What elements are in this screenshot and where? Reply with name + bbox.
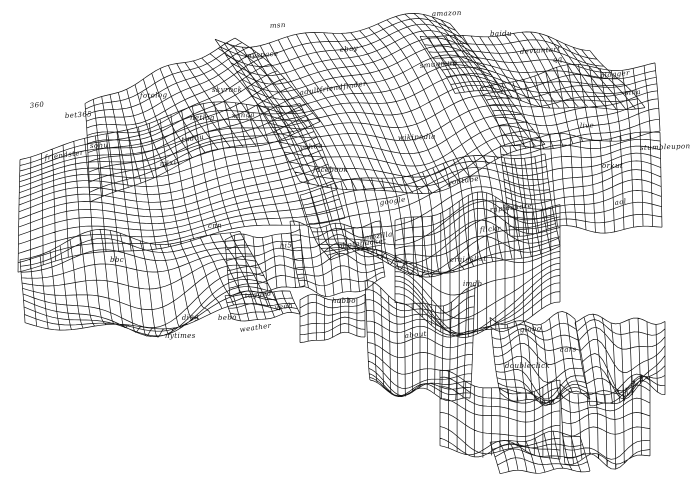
terrain-label: wikipedia xyxy=(398,133,436,142)
terrain-label: adultfriendfinder xyxy=(299,80,367,97)
terrain-label: mozilla xyxy=(364,230,393,242)
terrain-label: xanga xyxy=(232,110,256,120)
mesh-lines xyxy=(214,13,546,194)
terrain-label: google xyxy=(379,195,406,207)
terrain-label: fotolog xyxy=(139,91,168,100)
mesh-lines xyxy=(559,373,651,470)
terrain-label: globo xyxy=(520,325,542,334)
terrain-label: habbo xyxy=(332,297,356,305)
mesh-patch xyxy=(559,373,651,470)
terrain-label: craigslist xyxy=(450,255,487,264)
terrain-label: amazon xyxy=(432,9,462,18)
terrain-label: smugmug xyxy=(419,58,457,70)
mesh-patch xyxy=(224,228,306,297)
terrain-label: sohu xyxy=(90,141,109,150)
mesh-patch xyxy=(289,220,386,297)
terrain-label: digg xyxy=(182,313,200,322)
terrain-label: veoh xyxy=(274,301,293,311)
mesh-patch xyxy=(299,293,366,343)
mesh-lines xyxy=(439,369,561,460)
mesh-lines xyxy=(224,290,301,322)
terrain-label: skyrock xyxy=(212,86,242,94)
terrain-label: mixi xyxy=(159,158,176,168)
terrain-label: sina xyxy=(625,88,642,97)
mesh-patch xyxy=(489,311,591,407)
terrain-label: imdb xyxy=(463,280,483,288)
terrain-label: cnn xyxy=(208,222,222,230)
mesh-lines xyxy=(489,311,591,407)
mesh-lines xyxy=(479,62,661,150)
terrain-label: cars xyxy=(560,345,577,354)
terrain-label: myspace xyxy=(245,50,279,60)
terrain-label: facebook xyxy=(312,166,348,174)
mesh-patch xyxy=(394,191,561,338)
terrain-label: qq xyxy=(552,55,563,64)
terrain-label: hi5 xyxy=(280,241,293,250)
terrain-label: youtube xyxy=(446,175,479,187)
mesh-patch xyxy=(489,430,591,475)
terrain-label: weather xyxy=(239,322,272,334)
terrain-label: flickr xyxy=(479,225,502,235)
mesh-lines xyxy=(17,101,346,273)
mesh-lines xyxy=(19,229,281,338)
terrain-label: netlog xyxy=(190,114,215,122)
mesh-patch xyxy=(84,37,321,203)
mesh-patch xyxy=(479,62,661,150)
terrain-label: msn xyxy=(270,21,287,30)
terrain-label: bet365 xyxy=(65,110,93,120)
terrain-label: orkut xyxy=(602,162,623,170)
terrain-label: blogger xyxy=(599,69,630,80)
terrain-label: stumbleupon xyxy=(640,142,691,152)
terrain-label: nytimes xyxy=(165,332,196,340)
terrain-label: bbc xyxy=(110,256,124,264)
mesh-lines xyxy=(499,131,663,237)
terrain-label: live xyxy=(580,122,594,130)
mesh-lines xyxy=(224,228,306,297)
mesh-patch xyxy=(224,290,301,322)
mesh-patch xyxy=(364,280,476,402)
mesh-lines xyxy=(489,430,591,475)
terrain-label: tagged xyxy=(244,289,272,300)
mesh-lines xyxy=(394,191,561,338)
mesh-patch xyxy=(439,369,561,460)
terrain-label: about xyxy=(404,330,427,340)
mesh-lines xyxy=(84,37,321,203)
mesh-patch xyxy=(17,101,346,273)
mesh-lines xyxy=(574,313,666,407)
mesh-lines xyxy=(364,280,476,402)
terrain-label: yahoo xyxy=(298,142,323,152)
terrain-label: aol xyxy=(614,197,627,207)
mesh-patch xyxy=(19,229,281,338)
mesh-grid xyxy=(17,13,666,475)
terrain-label: tudou xyxy=(181,133,205,144)
mesh-patch xyxy=(574,313,666,407)
terrain-label: baidu xyxy=(490,30,512,38)
mesh-patch xyxy=(499,131,663,237)
mesh-lines xyxy=(289,220,386,297)
terrain-label: deviantart xyxy=(520,45,561,56)
terrain-label: 360 xyxy=(29,100,44,109)
terrain-label: ebay xyxy=(339,44,359,54)
mesh-patch xyxy=(214,13,546,194)
terrain-label: bebo xyxy=(218,313,237,322)
mesh-lines xyxy=(299,293,366,343)
terrain-label: doubleclick xyxy=(505,362,550,370)
